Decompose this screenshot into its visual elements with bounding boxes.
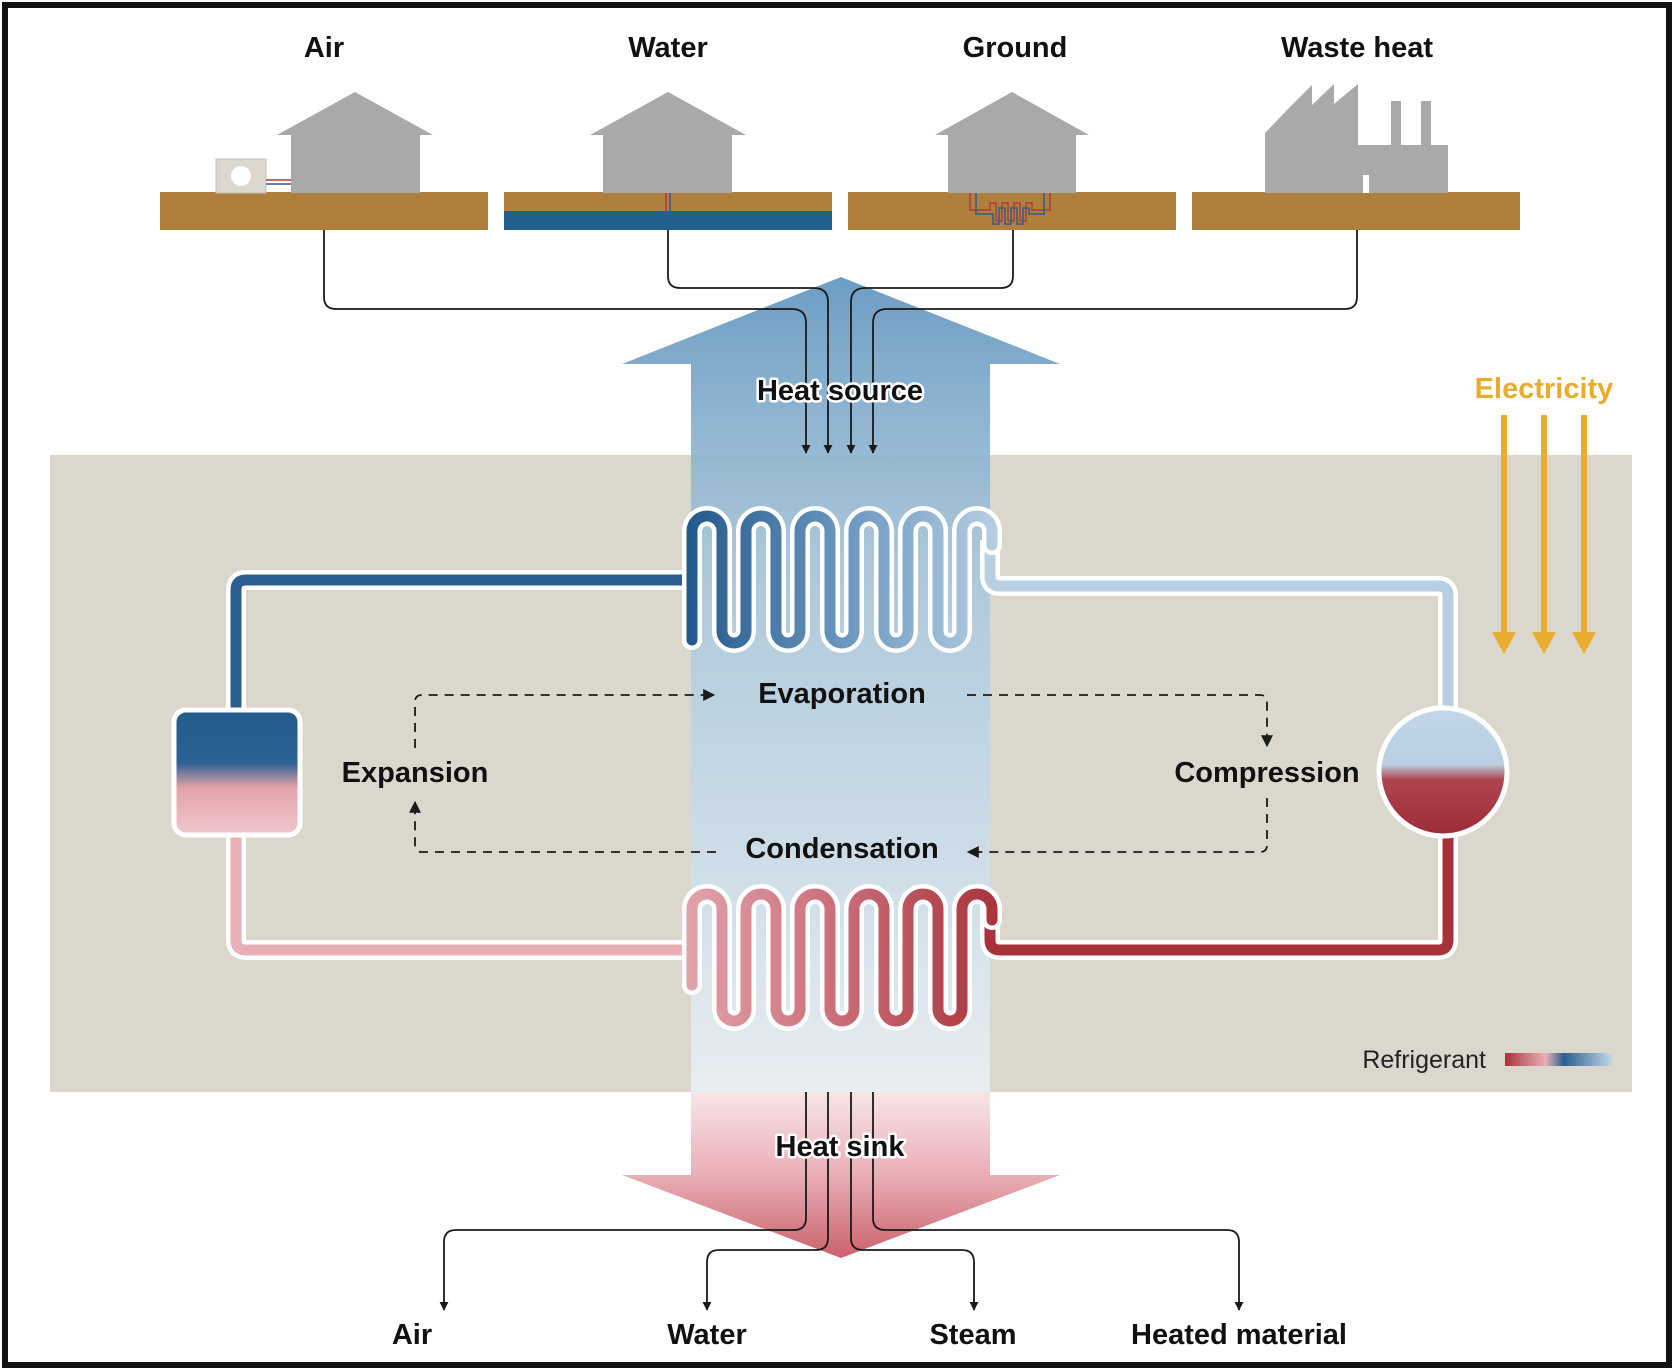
sink-label-air: Air (392, 1319, 432, 1351)
source-label-ground: Ground (963, 32, 1068, 64)
source-label-water: Water (628, 32, 708, 64)
cycle-arrow-evaporation-to-compression (967, 694, 1273, 748)
legend-refrigerant-bar (1505, 1053, 1612, 1066)
cycle-arrow-condensation-to-expansion (409, 800, 716, 853)
label-evaporation: Evaporation (758, 678, 926, 710)
chimney-1 (1391, 101, 1401, 147)
label-condensation: Condensation (745, 833, 938, 865)
source-air-scene (160, 92, 488, 230)
cycle-arrow-compression-to-condensation (966, 798, 1268, 858)
condenser-coil (682, 884, 1002, 1031)
electricity-arrows (1492, 415, 1596, 654)
wire-water (667, 230, 833, 454)
heat-source-label: Heat source (757, 375, 923, 407)
expansion-valve (171, 707, 303, 838)
legend-refrigerant-label: Refrigerant (1362, 1046, 1486, 1074)
house-water (590, 92, 746, 193)
heat-sink-label: Heat sink (776, 1131, 906, 1163)
wire-sink-heated-material (872, 1092, 1244, 1311)
ground-strip-water (504, 192, 832, 212)
ground-strip-waste (1192, 192, 1520, 230)
source-ground-scene (848, 92, 1176, 230)
outdoor-unit (215, 158, 267, 194)
cycle-arrow-expansion-to-evaporation (414, 689, 716, 748)
heat-sink-arrow (622, 1092, 1060, 1258)
compressor (1376, 705, 1510, 839)
wire-sink-steam (850, 1092, 979, 1311)
label-expansion: Expansion (342, 757, 489, 789)
fan-icon (231, 166, 251, 186)
wire-air (323, 230, 811, 454)
ground-strip-air (160, 192, 488, 230)
wire-sink-air (439, 1092, 807, 1311)
source-waste-heat-scene (1192, 84, 1520, 230)
factory-icon (1265, 84, 1358, 193)
wire-sink-water (702, 1092, 829, 1311)
chimney-2 (1421, 101, 1431, 147)
electricity-label: Electricity (1475, 373, 1614, 405)
label-compression: Compression (1174, 757, 1359, 789)
source-water-scene (504, 92, 832, 230)
sink-label-water: Water (667, 1319, 747, 1351)
house-air (277, 92, 433, 193)
heat-source-arrow (622, 277, 1060, 1092)
source-label-waste-heat: Waste heat (1281, 32, 1433, 64)
source-label-air: Air (304, 32, 344, 64)
evaporator-coil (682, 506, 1002, 653)
house-ground (935, 92, 1089, 193)
ground-strip-ground (848, 192, 1176, 230)
sink-label-heated-material: Heated material (1131, 1319, 1347, 1351)
sink-label-steam: Steam (929, 1319, 1016, 1351)
wire-waste-heat (868, 230, 1358, 454)
wire-ground (846, 230, 1014, 454)
water-layer (504, 211, 832, 230)
